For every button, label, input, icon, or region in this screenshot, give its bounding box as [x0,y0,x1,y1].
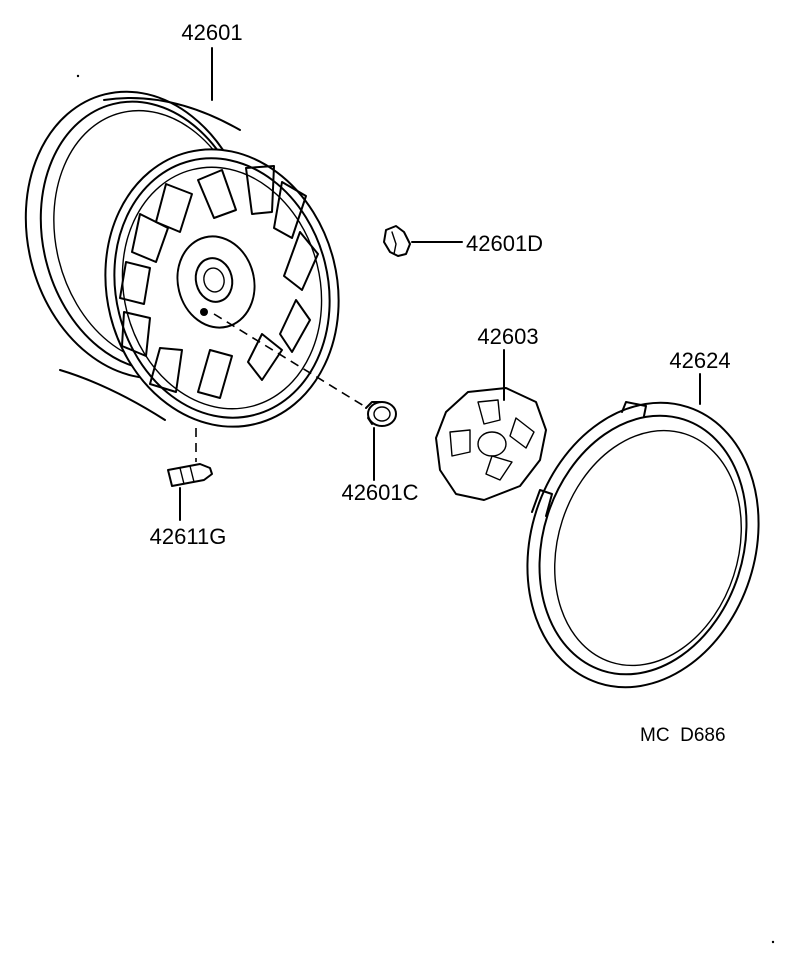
wheel-barrel-bottom [59,369,166,421]
wheel-assembly [24,47,340,428]
label-wheel-clip: 42601D [466,231,543,256]
wheel-spoke-windows [119,165,319,399]
label-wheel-ornament: 42624 [669,348,730,373]
scan-speck [76,74,80,78]
hub-nut-part [365,401,397,481]
label-valve: 42611G [150,524,227,549]
wheel-hub [176,235,256,329]
label-wheel: 42601 [181,20,242,45]
label-center-cap: 42603 [477,324,538,349]
label-hub-nut: 42601C [341,480,418,505]
wheel-barrel-top [103,97,241,131]
valve-part [167,463,213,521]
diagram-code: MC D686 [640,725,726,746]
wheel-ornament-part [526,373,760,689]
wheel-clip-part [383,225,463,257]
center-cap-part [435,349,547,501]
scan-speck [771,940,775,944]
